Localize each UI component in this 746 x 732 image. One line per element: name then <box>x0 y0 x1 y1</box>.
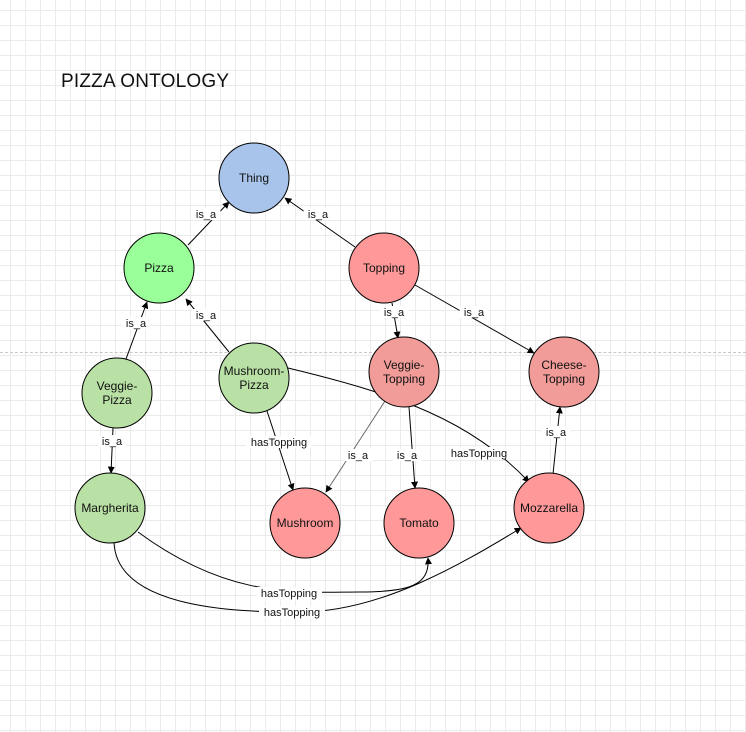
edge-label-mushroompizza-pizza: is_a <box>191 309 221 322</box>
node-label-veggie-topping: Veggie- <box>384 358 425 372</box>
edge-topping-thing <box>284 197 356 248</box>
edge-label-veggiepizza-margherita: is_a <box>97 435 127 448</box>
edge-mozzarella-cheesetopping <box>552 406 563 475</box>
edge-label-pizza-thing: is_a <box>191 208 221 221</box>
node-label-mushroom: Mushroom <box>277 516 334 530</box>
edge-label-mozzarella-cheesetopping: is_a <box>541 426 571 439</box>
node-mozzarella: Mozzarella <box>513 472 585 544</box>
node-label-tomato: Tomato <box>399 516 439 530</box>
node-label-pizza: Pizza <box>144 261 174 275</box>
svg-text:is_a: is_a <box>348 450 369 462</box>
diagram-title: PIZZA ONTOLOGY <box>61 71 230 92</box>
svg-text:is_a: is_a <box>384 307 405 319</box>
svg-text:is_a: is_a <box>196 209 217 221</box>
svg-text:is_a: is_a <box>102 436 123 448</box>
svg-text:is_a: is_a <box>126 318 147 330</box>
node-cheese-topping: Cheese-Topping <box>528 336 600 408</box>
node-mushroom-pizza: Mushroom-Pizza <box>218 342 290 414</box>
node-label-mozzarella: Mozzarella <box>520 501 578 515</box>
edge-margherita-tomato <box>137 531 432 593</box>
edge-pizza-thing <box>187 201 230 246</box>
node-tomato: Tomato <box>383 487 455 559</box>
svg-text:hasTopping: hasTopping <box>261 588 317 600</box>
node-margherita: Margherita <box>74 472 146 544</box>
edge-veggiepizza-pizza <box>125 301 149 360</box>
node-label-mushroom-pizza: Mushroom- <box>224 364 285 378</box>
svg-text:hasTopping: hasTopping <box>264 607 320 619</box>
node-thing: Thing <box>218 142 290 214</box>
edge-veggietopping-mushroom <box>325 400 386 493</box>
page-break-line <box>0 352 746 353</box>
edge-label-topping-cheesetopping: is_a <box>459 306 489 319</box>
node-label-mushroom-pizza: Pizza <box>239 378 269 392</box>
svg-text:is_a: is_a <box>464 307 485 319</box>
node-label-veggie-pizza: Pizza <box>102 393 132 407</box>
edge-topping-cheesetopping <box>414 284 535 354</box>
svg-text:is_a: is_a <box>308 209 329 221</box>
edge-label-mushroompizza-mushroom: hasTopping <box>246 436 312 449</box>
edge-mushroompizza-mushroom <box>266 410 295 491</box>
edge-veggiepizza-margherita <box>107 427 115 474</box>
node-pizza: Pizza <box>123 232 195 304</box>
edge-mushroompizza-pizza <box>185 298 230 353</box>
node-label-veggie-pizza: Veggie- <box>97 379 138 393</box>
edge-label-mushroompizza-mozzarella: hasTopping <box>446 447 512 460</box>
edge-label-veggietopping-mushroom: is_a <box>343 449 373 462</box>
node-label-topping: Topping <box>363 261 405 275</box>
svg-text:hasTopping: hasTopping <box>451 448 507 460</box>
edge-label-veggiepizza-pizza: is_a <box>121 317 151 330</box>
node-topping: Topping <box>348 232 420 304</box>
edge-label-topping-veggietopping: is_a <box>379 306 409 319</box>
edge-veggietopping-tomato <box>408 406 419 489</box>
node-label-margherita: Margherita <box>81 501 139 515</box>
svg-text:hasTopping: hasTopping <box>251 437 307 449</box>
node-label-veggie-topping: Topping <box>383 372 425 386</box>
edge-label-topping-thing: is_a <box>303 208 333 221</box>
node-mushroom: Mushroom <box>269 487 341 559</box>
node-veggie-topping: Veggie-Topping <box>368 336 440 408</box>
edge-label-margherita-mozzarella: hasTopping <box>259 606 325 619</box>
node-label-cheese-topping: Cheese- <box>541 358 586 372</box>
edge-mushroompizza-mozzarella <box>287 367 530 483</box>
node-label-thing: Thing <box>239 171 269 185</box>
node-label-cheese-topping: Topping <box>543 372 585 386</box>
edge-label-veggietopping-tomato: is_a <box>392 449 422 462</box>
node-veggie-pizza: Veggie-Pizza <box>81 357 153 429</box>
edge-label-margherita-tomato: hasTopping <box>256 587 322 600</box>
svg-text:is_a: is_a <box>546 427 567 439</box>
svg-text:is_a: is_a <box>397 450 418 462</box>
svg-text:is_a: is_a <box>196 310 217 322</box>
